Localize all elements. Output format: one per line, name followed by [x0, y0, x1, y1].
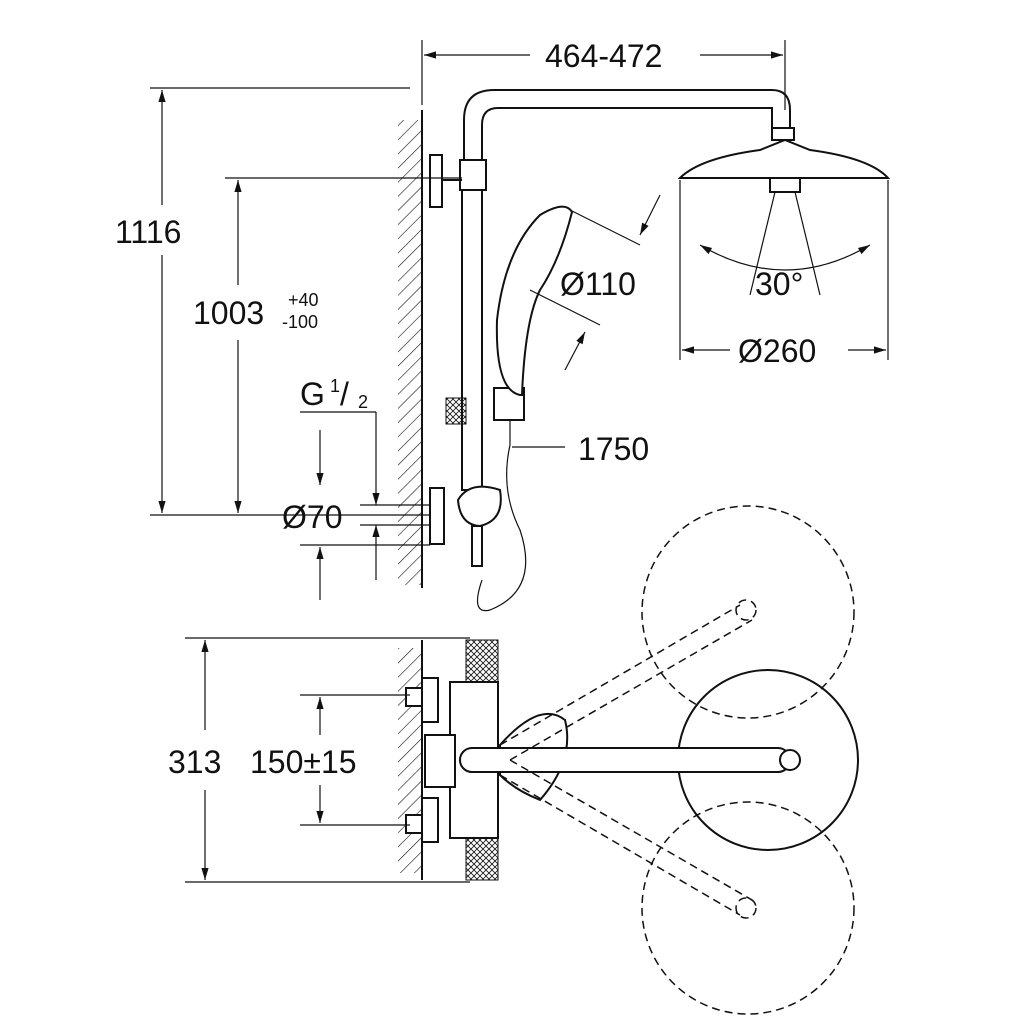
top-view [185, 505, 859, 1015]
depth-label: 313 [168, 744, 221, 780]
thread-numerator: 1 [330, 376, 340, 396]
handshower-diameter-label: Ø110 [560, 266, 636, 302]
thread-denominator: 2 [358, 392, 368, 412]
thread-size-label: G [300, 376, 325, 412]
rail-tolerance-plus: +40 [288, 290, 319, 310]
wall-side-view [398, 110, 423, 588]
flange-diameter-label: Ø70 [282, 499, 342, 535]
total-height-label: 1116 [115, 214, 181, 250]
head-diameter-label: Ø260 [738, 333, 816, 369]
dimension-lines [150, 40, 886, 600]
center-distance-label: 150±15 [250, 744, 357, 780]
tilt-angle-label: 30° [755, 266, 803, 302]
thread-slash: / [340, 376, 349, 412]
rail-height-label: 1003 [193, 295, 264, 331]
shower-column-side [429, 89, 791, 612]
head-shower-side [677, 127, 891, 360]
hose-length-label: 1750 [578, 431, 649, 467]
hand-shower-side [495, 205, 641, 396]
rail-tolerance-minus: -100 [282, 312, 318, 332]
arm-length-label: 464-472 [545, 38, 662, 74]
